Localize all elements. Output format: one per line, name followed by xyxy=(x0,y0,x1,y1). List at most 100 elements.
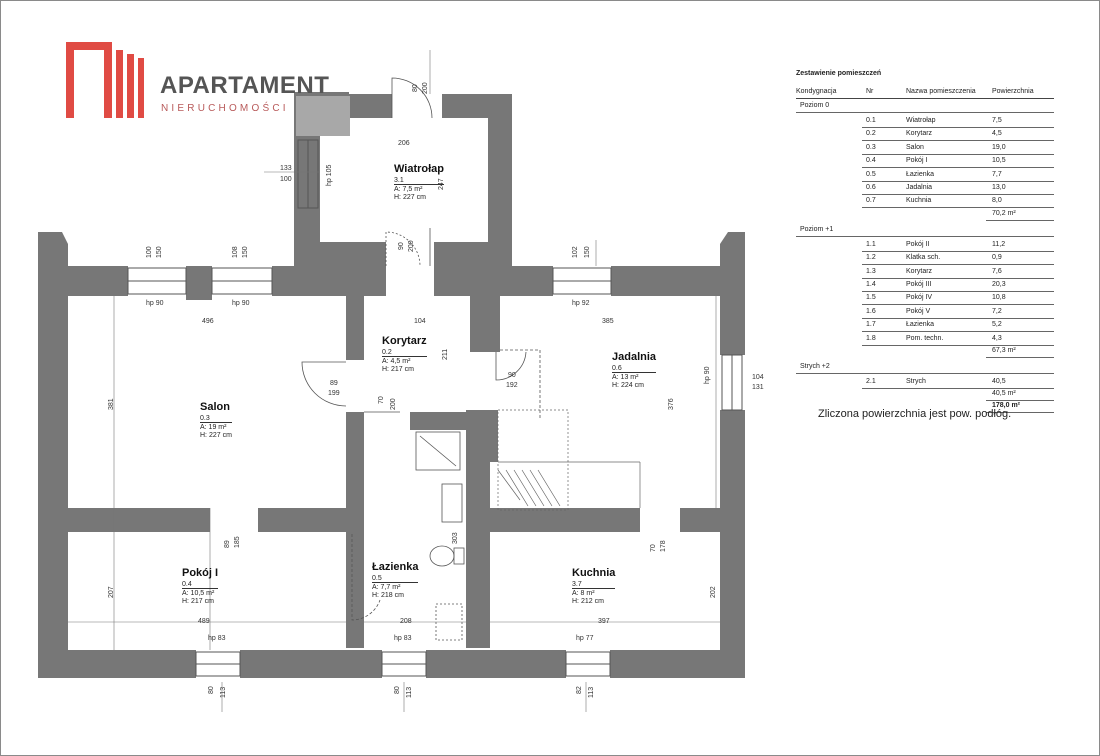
room-number: 0.6 xyxy=(612,365,657,373)
wall-kuchnia-top-2 xyxy=(680,508,720,532)
sink-icon xyxy=(441,483,463,523)
table-title: Zestawienie pomieszczeń xyxy=(796,70,882,77)
level-total: 40,5 m² xyxy=(986,388,1054,402)
room-height: H: 217 cm xyxy=(382,366,414,373)
room-korytarz: Korytarz 0.2 A: 4,5 m² H: 217 cm xyxy=(382,336,427,373)
toilet-icon xyxy=(429,545,455,567)
dim-label: 70 xyxy=(650,544,657,552)
table-cell: 5,2 xyxy=(992,321,1002,329)
header-cell: Kondygnacja xyxy=(796,88,837,95)
room-height: H: 227 cm xyxy=(394,194,426,201)
room-jadalnia: Jadalnia 0.6 A: 13 m² H: 224 cm xyxy=(612,352,657,389)
table-cell: Kuchnia xyxy=(906,197,932,205)
wall-top-2 xyxy=(186,266,212,300)
dim-label: 70 xyxy=(378,396,385,404)
table-cell: 1.5 xyxy=(866,294,876,302)
dim-label: 200 xyxy=(408,240,415,252)
room-lazienka: Łazienka 0.5 A: 7,7 m² H: 218 cm xyxy=(372,561,419,599)
dim-label: 303 xyxy=(452,532,459,544)
room-kuchnia: Kuchnia 3.7 A: 8 m² H: 212 cm xyxy=(572,568,616,605)
dim-label: 113 xyxy=(588,686,595,698)
dim-label: 397 xyxy=(598,618,610,625)
room-number: 3.7 xyxy=(572,581,616,589)
dim-label: hp 90 xyxy=(704,366,711,384)
level-name: Strych +2 xyxy=(800,363,830,370)
logo-grey-block xyxy=(296,96,350,136)
dim-label: 133 xyxy=(280,165,292,172)
door-entrance xyxy=(391,77,433,119)
dim-label: 80 xyxy=(208,686,215,694)
wall-top-4 xyxy=(434,266,553,296)
dim-label: 102 xyxy=(572,246,579,258)
door-lazienka xyxy=(351,534,381,621)
header-cell: Powierzchnia xyxy=(992,88,1034,95)
area-note: Zliczona powierzchnia jest pow. podłóg. xyxy=(818,408,1012,420)
table-cell: 7,2 xyxy=(992,307,1002,315)
table-cell: Salon xyxy=(906,143,924,151)
room-area: A: 13 m² xyxy=(612,374,639,381)
level-total-value: 67,3 m² xyxy=(992,347,1016,354)
door-jadalnia xyxy=(495,351,527,381)
table-cell: 0.1 xyxy=(866,117,876,124)
table-cell: Korytarz xyxy=(906,267,933,275)
wall-korytarz-right xyxy=(470,296,500,352)
table-cell: 1.8 xyxy=(866,334,876,342)
wall-salon-pokoj-2 xyxy=(258,508,346,532)
wall-vestibule-bottom-l xyxy=(320,242,386,266)
table-cell: 8,0 xyxy=(992,197,1002,205)
dim-label: 207 xyxy=(108,586,115,598)
dim-label: 100 xyxy=(146,246,153,258)
wall-vestibule-right xyxy=(442,94,512,266)
dim-label: 113 xyxy=(406,686,413,698)
room-area: A: 7,7 m² xyxy=(372,584,401,591)
dim-label: 150 xyxy=(242,246,249,258)
table-level-row: Strych +2 xyxy=(796,361,1054,374)
table-cell: 0.2 xyxy=(866,130,876,138)
dim-label: 150 xyxy=(584,246,591,258)
room-name: Pokój I xyxy=(182,567,219,579)
room-area: A: 8 m² xyxy=(572,590,595,597)
dim-label: 113 xyxy=(220,686,227,698)
header-cell: Nr xyxy=(866,88,874,95)
table-cell: Pokój I xyxy=(906,157,928,165)
room-name: Wiatrołap xyxy=(394,163,445,175)
room-name: Łazienka xyxy=(372,561,419,573)
table-level-row: Poziom 0 xyxy=(796,100,1054,113)
table-cell: 0.3 xyxy=(866,143,876,151)
table-cell: 4,5 xyxy=(992,130,1002,138)
wall-left xyxy=(38,232,68,678)
table-cell: 1.2 xyxy=(866,254,876,262)
dim-label: 496 xyxy=(202,318,214,325)
room-height: H: 217 cm xyxy=(182,598,214,605)
room-number: 0.4 xyxy=(182,581,219,589)
shower-icon xyxy=(415,431,461,471)
grand-total: 178,0 m² xyxy=(986,400,1054,414)
stairs xyxy=(497,409,641,511)
room-height: H: 227 cm xyxy=(200,432,232,439)
table-cell: 1.1 xyxy=(866,240,876,248)
wall-kuchnia-top-1 xyxy=(490,508,640,532)
table-cell: 7,7 xyxy=(992,170,1002,178)
room-number: 0.3 xyxy=(200,415,232,423)
room-height: H: 212 cm xyxy=(572,598,604,605)
room-salon: Salon 0.3 A: 19 m² H: 227 cm xyxy=(200,402,232,439)
wall-bottom-4 xyxy=(610,650,745,678)
dim-label: 489 xyxy=(198,618,210,625)
room-wiatrolap: Wiatrołap 3.1 A: 7,5 m² H: 227 cm xyxy=(394,163,445,201)
dim-label: 202 xyxy=(710,586,717,598)
table-cell: 0.4 xyxy=(866,157,876,165)
dim-label: 247 xyxy=(438,178,445,190)
level-name: Poziom 0 xyxy=(800,102,830,109)
wall-right xyxy=(720,232,745,678)
room-height: H: 224 cm xyxy=(612,382,644,389)
room-area: A: 4,5 m² xyxy=(382,358,411,365)
dim-label: 90 xyxy=(398,242,405,250)
grand-total-value: 178,0 m² xyxy=(992,402,1021,410)
